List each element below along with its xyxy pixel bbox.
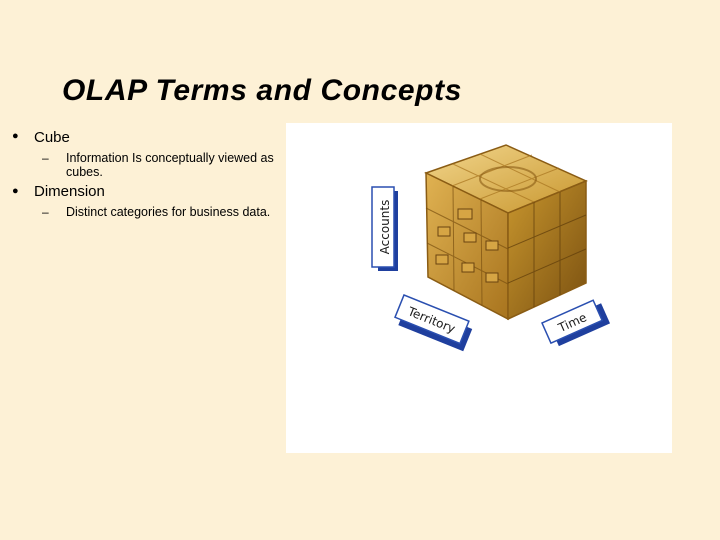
accounts-axis-label: Accounts	[372, 187, 398, 271]
sub-bullet-cube: Information Is conceptually viewed as cu…	[66, 151, 286, 179]
bullet-list: ● Cube – Information Is conceptually vie…	[0, 0, 290, 540]
sub-bullet-dimension: Distinct categories for business data.	[66, 205, 286, 219]
bullet-cube: Cube	[34, 129, 70, 146]
accounts-label: Accounts	[378, 200, 392, 255]
bullet-dimension: Dimension	[34, 183, 105, 200]
olap-cube-illustration: Accounts	[286, 123, 672, 453]
bullet-dot: ●	[12, 131, 19, 142]
olap-cube-image: Accounts	[286, 123, 672, 453]
bullet-dot: ●	[12, 186, 19, 197]
territory-axis-label: Territory	[393, 295, 475, 351]
sub-bullet-dash: –	[42, 151, 49, 165]
sub-bullet-dash: –	[42, 205, 49, 219]
time-axis-label: Time	[542, 298, 610, 349]
